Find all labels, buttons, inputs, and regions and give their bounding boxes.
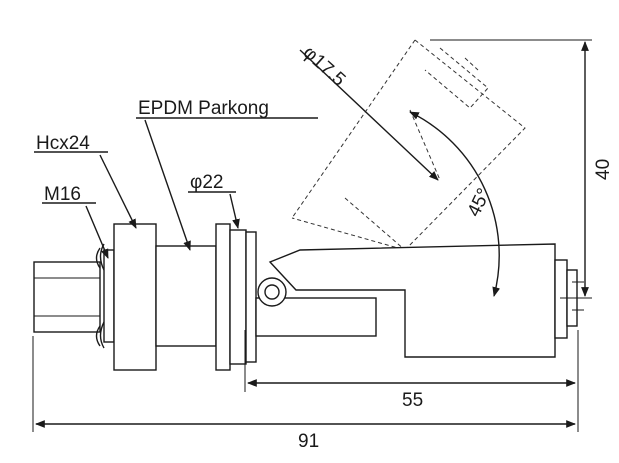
total-length-label: 91 [298, 431, 319, 452]
float-length-dimension [244, 330, 579, 392]
total-length-dimension [32, 336, 579, 432]
float-diameter-label: φ17.5 [299, 42, 350, 91]
float-body [255, 243, 584, 358]
thread-label: M16 [44, 184, 81, 205]
flange [215, 223, 257, 371]
float-diameter-line [299, 49, 439, 181]
height-dimension [430, 39, 592, 299]
hex-label: Hcx24 [36, 133, 90, 154]
threaded-stem [33, 261, 101, 333]
flange-diameter-label: φ22 [190, 172, 223, 193]
leader-lines [34, 117, 318, 259]
float-length-label: 55 [402, 390, 423, 411]
hex-nut [113, 223, 157, 371]
height-label: 40 [593, 159, 614, 180]
angle-arc [409, 111, 501, 297]
gasket-label: EPDM Parkong [138, 98, 269, 119]
angle-label: 45° [464, 185, 495, 220]
shaft [155, 245, 217, 347]
